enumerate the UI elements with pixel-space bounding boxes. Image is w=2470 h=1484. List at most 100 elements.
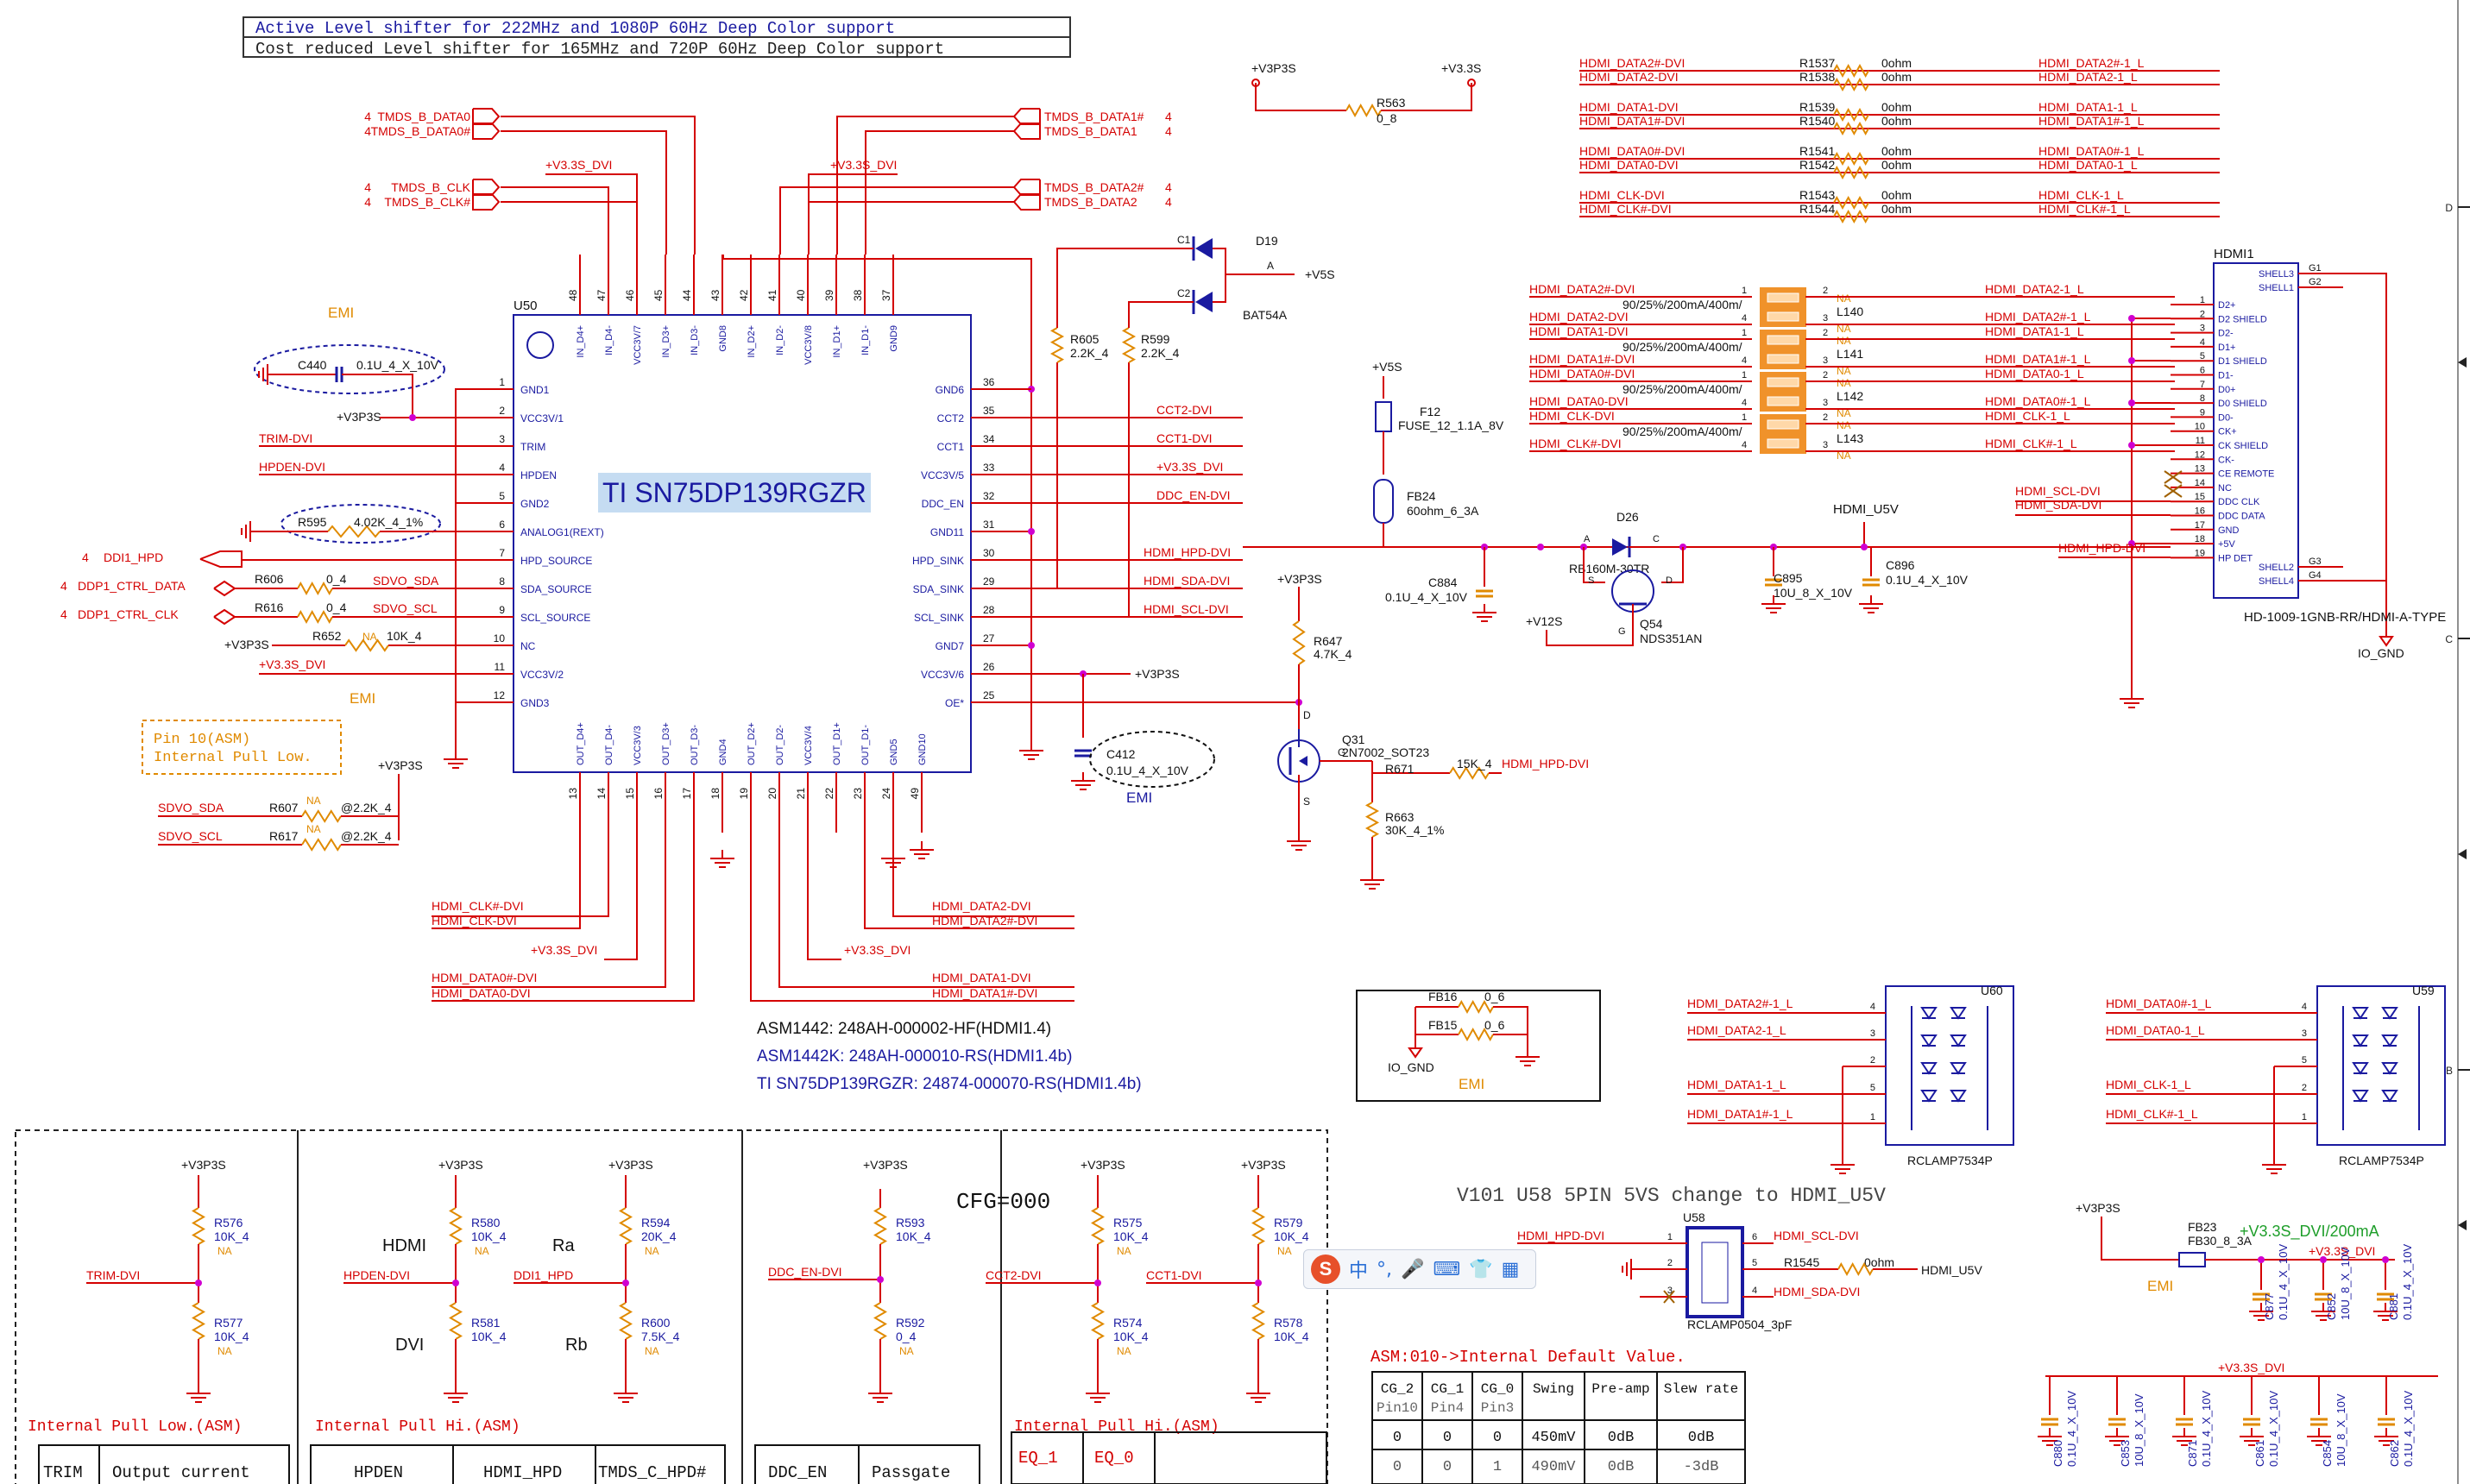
grid-menu-icon[interactable]: ▦ bbox=[1501, 1258, 1520, 1280]
strap-bot-na: NA bbox=[1117, 1345, 1131, 1357]
connector-pin-name: D0- bbox=[2218, 412, 2234, 423]
swing-cell: 450mV bbox=[1531, 1430, 1576, 1446]
choke-winding bbox=[1767, 311, 1799, 322]
strap-top-ref: R580 bbox=[471, 1216, 501, 1229]
connector-pin-num: 18 bbox=[2195, 534, 2205, 544]
tmds-in-index: 4 bbox=[1165, 195, 1172, 209]
ferrite-icon bbox=[2178, 1252, 2206, 1267]
ime-toolbar[interactable]: S 中 °, 🎤 ⌨ 👕 ▦ bbox=[1303, 1249, 1536, 1289]
chip-pin-name: OUT_D2+ bbox=[747, 722, 757, 765]
swing-header: CG_1 bbox=[1431, 1381, 1464, 1397]
connector-pin-num: 13 bbox=[2195, 464, 2205, 475]
tmds-in-label: TMDS_B_DATA2# bbox=[1044, 180, 1144, 194]
connector-pin-num: 9 bbox=[2200, 407, 2205, 418]
pin1-marker bbox=[526, 331, 554, 359]
wire bbox=[892, 833, 1074, 917]
connector-pin-num: 3 bbox=[2200, 324, 2205, 334]
chip-pin-num: 29 bbox=[983, 575, 995, 588]
wire bbox=[1546, 630, 1634, 646]
connector-pin-num: 10 bbox=[2195, 422, 2205, 432]
skin-icon[interactable]: 👕 bbox=[1469, 1258, 1493, 1280]
c412-ref: C412 bbox=[1106, 747, 1136, 761]
emi-highlight bbox=[280, 504, 441, 544]
choke-out-net: HDMI_DATA1-1_L bbox=[1985, 324, 2084, 338]
chip-pin-num: 39 bbox=[823, 289, 835, 301]
strap-bot-val: 10K_4 bbox=[1274, 1330, 1309, 1343]
c412-val: 0.1U_4_X_10V bbox=[1106, 764, 1189, 777]
page-marker-icon bbox=[2458, 849, 2467, 859]
table-hpden bbox=[310, 1444, 726, 1484]
choke-in-net: HDMI_DATA0-DVI bbox=[1529, 394, 1629, 408]
tvs-part: RCLAMP7534P bbox=[1907, 1154, 1993, 1167]
chip-pin-name: IN_D3- bbox=[690, 325, 700, 355]
net-v3p3s: +V3P3S bbox=[608, 1158, 653, 1172]
fb24-val: 60ohm_6_3A bbox=[1407, 504, 1479, 518]
swing-cell: 0 bbox=[1393, 1430, 1402, 1446]
tmds-in-wire bbox=[501, 201, 638, 255]
u58-inner bbox=[1701, 1242, 1729, 1304]
tvs-body bbox=[1885, 985, 2014, 1146]
tvs-net: HDMI_DATA2-1_L bbox=[1687, 1023, 1786, 1037]
chip-pin-num: 20 bbox=[766, 788, 778, 800]
r671-ref: R671 bbox=[1385, 762, 1415, 776]
choke-in-net: HDMI_DATA1-DVI bbox=[1529, 324, 1629, 338]
power-label-200ma: +V3.3S_DVI/200mA bbox=[2240, 1223, 2379, 1241]
chip-pin-num: 3 bbox=[499, 433, 505, 445]
resistor-icon bbox=[1251, 1302, 1265, 1340]
tvs-diode-icon bbox=[1920, 1034, 1938, 1047]
keyboard-icon[interactable]: ⌨ bbox=[1433, 1258, 1461, 1280]
tvs-pin: 2 bbox=[2302, 1083, 2307, 1093]
u58-pin: 6 bbox=[1752, 1232, 1757, 1242]
strap-top-na: NA bbox=[1117, 1245, 1131, 1257]
wire bbox=[1213, 248, 1226, 303]
choke-winding bbox=[1767, 396, 1799, 406]
tmds-in-wire bbox=[501, 186, 609, 255]
emi-label: EMI bbox=[2147, 1278, 2173, 1294]
offpage-connector-icon bbox=[1012, 123, 1041, 140]
c884-ref: C884 bbox=[1428, 575, 1458, 589]
chip-pin-name: GND11 bbox=[930, 526, 964, 538]
wire bbox=[1255, 95, 1346, 111]
wire bbox=[432, 833, 695, 1002]
chip-pin-num: 31 bbox=[983, 519, 995, 531]
cap-ref: C880 bbox=[2051, 1440, 2064, 1467]
chip-pin-name: GND6 bbox=[936, 384, 965, 396]
microphone-icon[interactable]: 🎤 bbox=[1401, 1258, 1425, 1280]
wire bbox=[864, 833, 1074, 929]
connector-pin-name: CK- bbox=[2218, 455, 2234, 465]
net-v33s: +V3.3S bbox=[1441, 61, 1481, 75]
resistor-icon bbox=[1251, 1207, 1265, 1245]
connector-pin-name: D2- bbox=[2218, 329, 2234, 339]
ime-chinese-toggle[interactable]: 中 bbox=[1349, 1261, 1369, 1282]
d19-part: BAT54A bbox=[1243, 308, 1288, 322]
swing-header: CG_2 bbox=[1381, 1381, 1414, 1397]
tvs-diode-icon bbox=[1950, 1007, 1967, 1020]
ime-punctuation-toggle[interactable]: °, bbox=[1377, 1258, 1393, 1280]
choke-in-net: HDMI_DATA2-DVI bbox=[1529, 310, 1629, 324]
junction-dot bbox=[2382, 1256, 2389, 1263]
strap-bot-ref: R592 bbox=[896, 1316, 925, 1330]
choke-ref: L143 bbox=[1837, 431, 1863, 445]
connector-pin-num: 14 bbox=[2195, 478, 2205, 488]
tmds-in-label: TMDS_B_DATA2 bbox=[1044, 195, 1137, 209]
swing-cell: -3dB bbox=[1684, 1459, 1719, 1475]
chip-pin-name: IN_D3+ bbox=[661, 325, 671, 358]
choke-pin: 1 bbox=[1742, 328, 1747, 338]
wire bbox=[778, 833, 1074, 988]
chip-pin-num: 1 bbox=[499, 376, 505, 388]
chip-pin-num: 34 bbox=[983, 433, 995, 445]
r1545-ref: R1545 bbox=[1784, 1255, 1819, 1269]
net-v3p3s: +V3P3S bbox=[181, 1158, 226, 1172]
table-hpden-h2: TMDS_C_HPD# bbox=[598, 1463, 706, 1482]
ime-logo-icon[interactable]: S bbox=[1311, 1254, 1340, 1284]
cap-val: 10U_8_X_10V bbox=[2335, 1393, 2347, 1467]
u58-pin: 2 bbox=[1667, 1258, 1673, 1268]
choke-ref: L141 bbox=[1837, 347, 1863, 361]
choke-winding bbox=[1767, 354, 1799, 364]
pin10-note-2: Internal Pull Low. bbox=[154, 750, 312, 766]
d19-c2: C2 bbox=[1177, 287, 1191, 299]
out-net-right: +V3.3S_DVI bbox=[844, 943, 910, 957]
tvs-pin: 1 bbox=[2302, 1112, 2307, 1122]
chip-pin-name: CCT1 bbox=[937, 441, 965, 453]
r607-na: NA bbox=[306, 795, 321, 807]
